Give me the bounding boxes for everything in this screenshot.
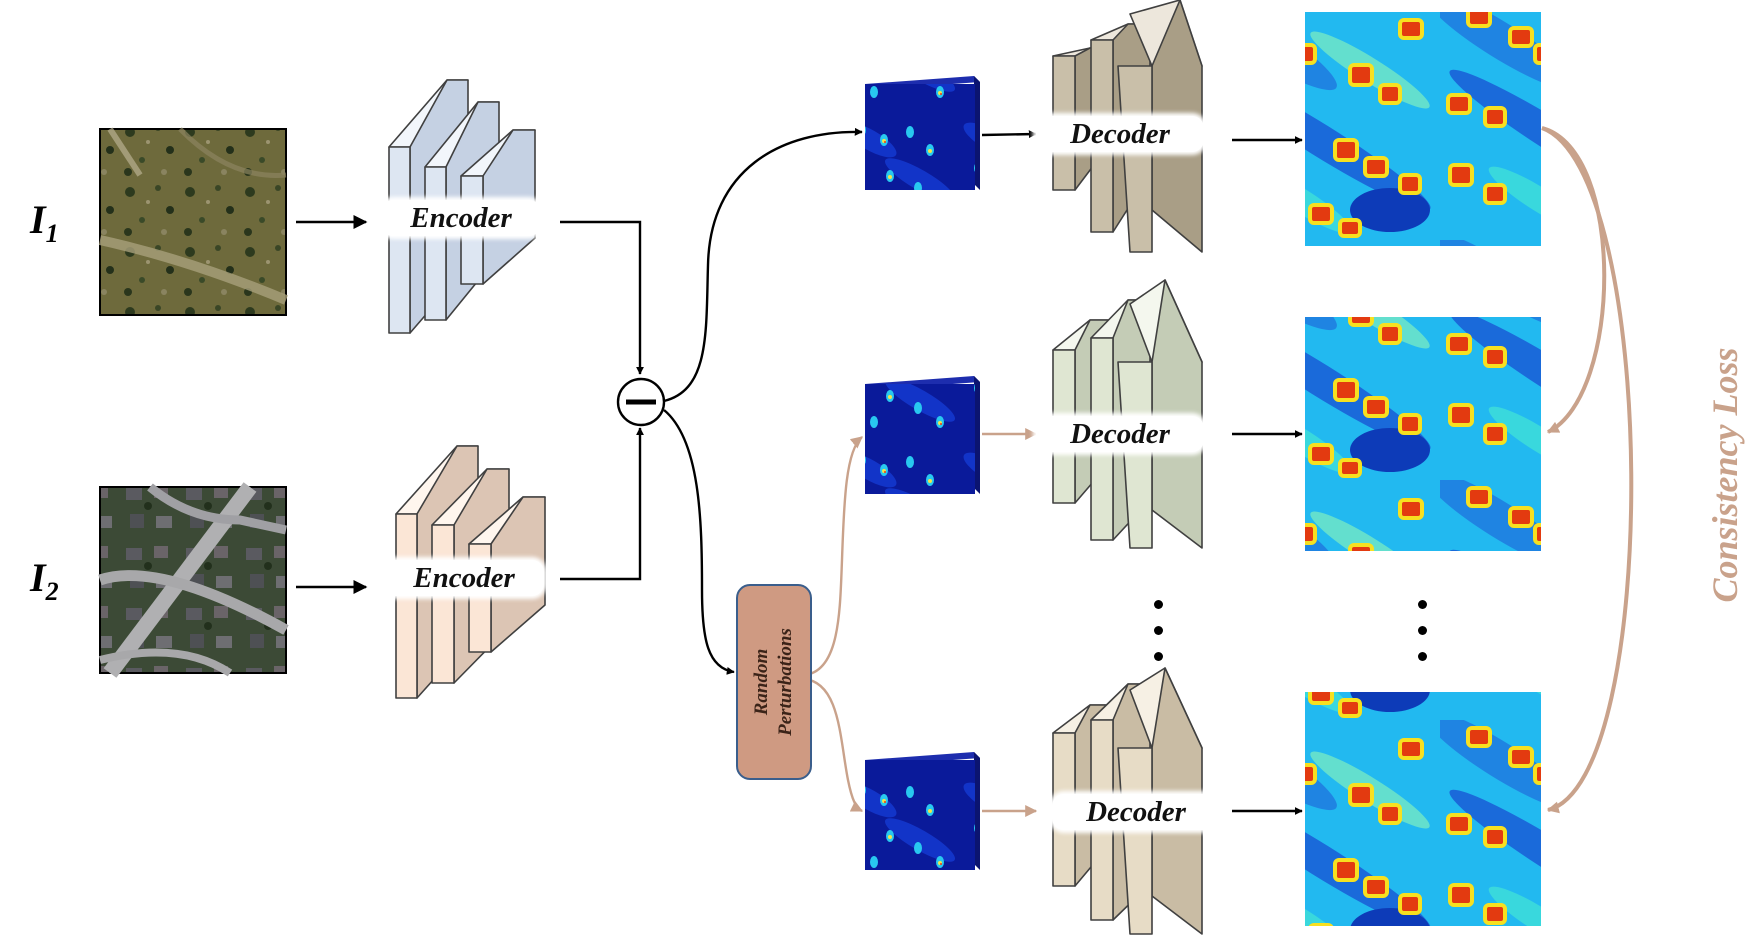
encoder-2-label: Encoder (384, 560, 544, 596)
decoder-3-label: Decoder (1052, 794, 1220, 830)
decoder-2-block (1052, 279, 1203, 549)
arrow-subtract-to-perturbation (663, 409, 735, 675)
output-heatmap-2 (1305, 317, 1541, 551)
decoder-ellipsis (1154, 600, 1164, 678)
input-label-2: I2 (30, 555, 59, 606)
perturbed-flow-arrows (803, 428, 1038, 817)
encoder-1-label: Encoder (381, 200, 541, 236)
output-heatmap-3 (1305, 692, 1541, 926)
subtract-operator (616, 377, 666, 427)
random-perturbations-label: Random Perturbations (751, 628, 796, 736)
arc-heatmap1-to-heatmap2 (1541, 126, 1607, 434)
arrow-encoder2-to-subtract (560, 427, 644, 581)
heatmap-ellipsis (1418, 600, 1428, 678)
input-image-2 (98, 482, 289, 678)
arrow-encoder1-to-subtract (560, 220, 644, 375)
feature-map-cube-1 (865, 76, 980, 190)
input-label-1: I1 (30, 197, 59, 248)
arrow-perturbation-to-cube3 (803, 677, 864, 813)
consistency-loss-arcs (1541, 126, 1634, 814)
arrow-perturbation-to-cube2 (803, 436, 863, 677)
decoder-1-label: Decoder (1036, 116, 1204, 152)
feature-map-cube-3 (865, 752, 980, 870)
arrow-subtract-to-cube1 (663, 127, 863, 403)
arrow-cube1-to-decoder1 (981, 130, 1037, 139)
decoder-2-label: Decoder (1036, 416, 1204, 452)
consistency-loss-label: Consistency Loss (1705, 347, 1745, 603)
arc-heatmap1-to-heatmap3 (1541, 126, 1634, 814)
input-image-1 (98, 127, 288, 316)
random-perturbations-box: Random Perturbations (736, 584, 812, 780)
feature-map-cube-2 (865, 376, 980, 494)
main-flow-arrows (296, 127, 1303, 815)
output-heatmap-1 (1305, 12, 1541, 246)
